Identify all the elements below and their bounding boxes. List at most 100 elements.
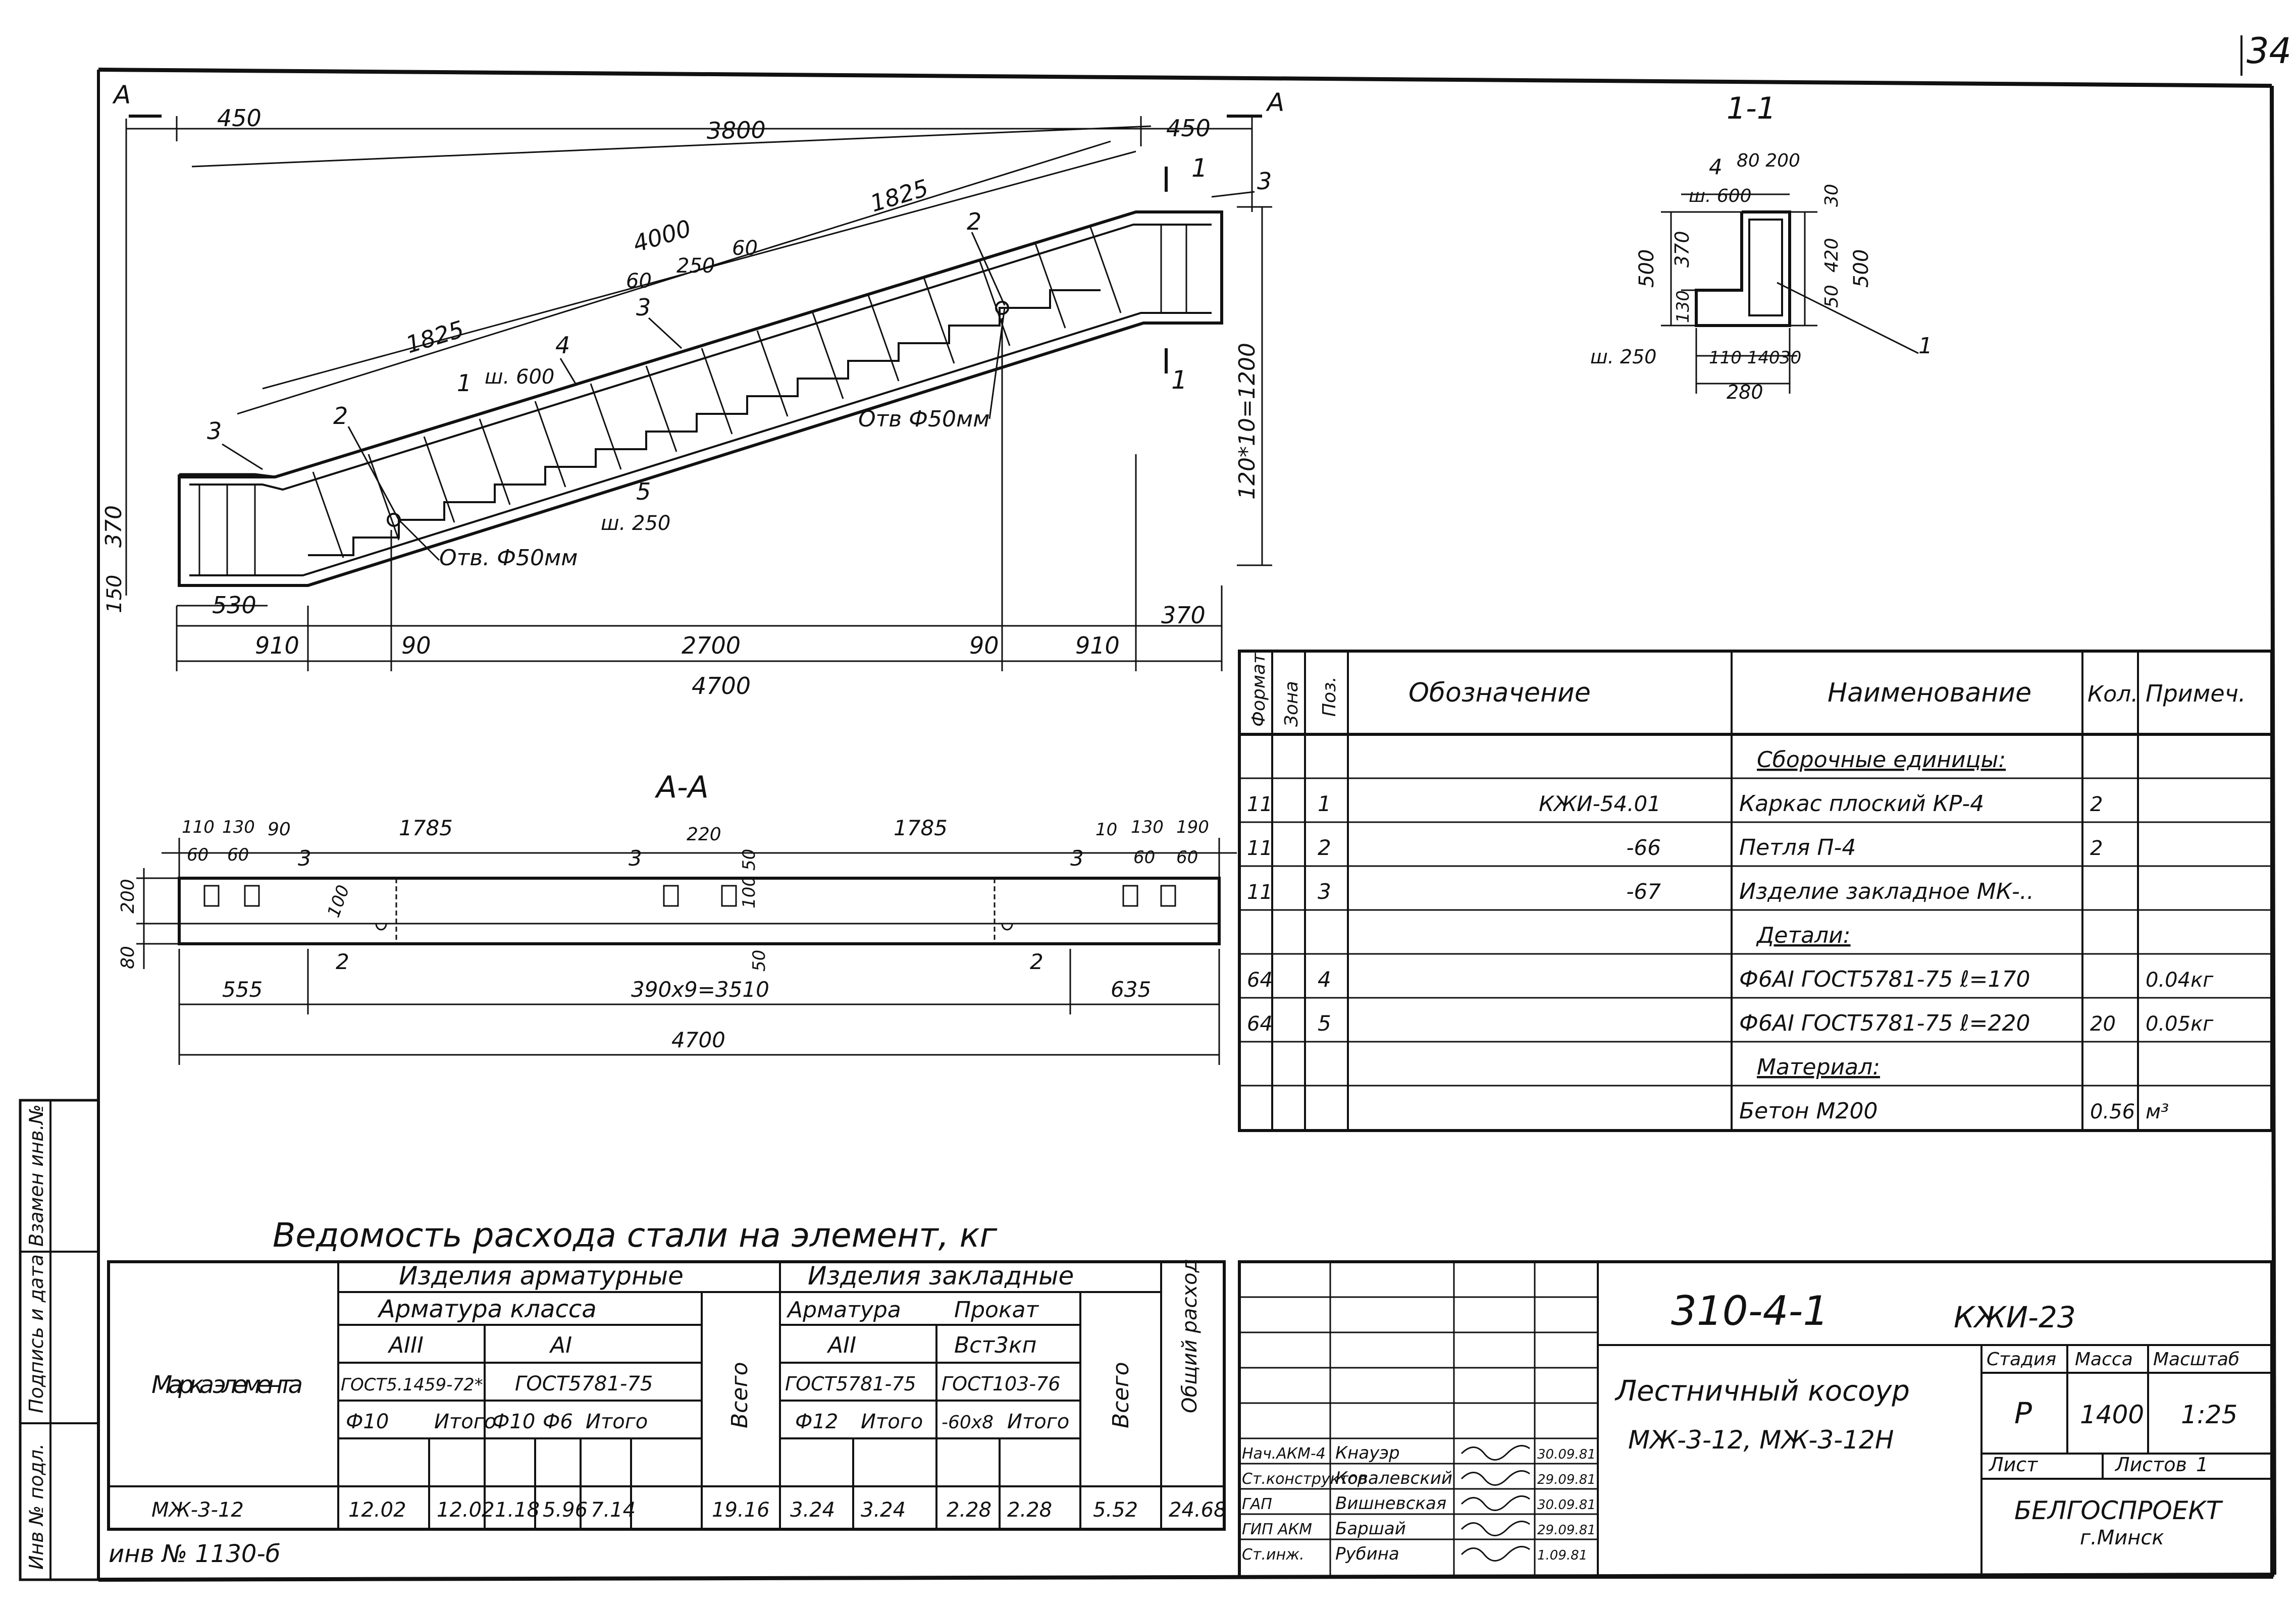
spec-cell-pos: 4 (1318, 967, 1331, 992)
tb-name-line1: Лестничный косоур (1614, 1375, 1910, 1408)
spec-cell-format: 64 (1247, 1012, 1273, 1036)
spec-cell-name: Материал: (1757, 1054, 1880, 1080)
steel-table: Ведомость расхода стали на элемент, кг (107, 1216, 1227, 1531)
s11-label-130: 130 (1673, 290, 1693, 323)
aa-4700: 4700 (671, 1028, 725, 1052)
s11-label-30-bot: 30 (1780, 348, 1801, 368)
spec-cell-qty: 2 (2090, 793, 2103, 816)
dim-370-right: 370 (1161, 602, 1206, 629)
aa-130-right: 130 (1131, 817, 1164, 837)
callout-5: 5 (636, 478, 651, 505)
signature-scribble (1460, 1520, 1530, 1536)
tb-stage-h: Стадия (1987, 1349, 2056, 1370)
spec-cell-pos: 1 (1318, 791, 1331, 816)
dim-150-left: 150 (103, 575, 126, 613)
spec-cell-note: м³ (2146, 1100, 2169, 1123)
tb-sheets-h: Листов (2114, 1454, 2187, 1476)
spec-cell-pos: 2 (1318, 835, 1331, 860)
dim-910-left: 910 (255, 632, 299, 659)
signature-scribble (1460, 1495, 1530, 1511)
steel-h-rebar: Арматура (786, 1297, 901, 1323)
tb-scale-h: Масштаб (2153, 1349, 2239, 1370)
aa-3-1: 3 (298, 846, 311, 871)
steel-cell: 1.18 (495, 1498, 540, 1522)
signature-scribble (1460, 1470, 1530, 1486)
spec-cell-qty: 20 (2090, 1012, 2116, 1036)
section-a-a-title: A-A (654, 770, 709, 805)
tb-sheets: 1 (2196, 1454, 2208, 1476)
side-stamp: Взамен инв.№ Подпись и дата Инв № подл. (19, 1099, 100, 1581)
inventory-number: инв № 1130-б (109, 1540, 280, 1568)
tb-code: 310-4-1 (1671, 1287, 1829, 1334)
steel-cell: 5.52 (1093, 1498, 1138, 1522)
side-label-replace-inv: Взамен инв.№ (25, 1104, 47, 1247)
spec-cell-note: 0.05кг (2146, 1012, 2214, 1036)
section-marks (129, 115, 1262, 373)
dim-1825-top: 1825 (867, 174, 931, 218)
dim-910-right: 910 (1075, 632, 1120, 659)
spec-row: Сборочные единицы: (1757, 747, 2006, 773)
spec-header-pos: Поз. (1319, 676, 1340, 717)
hole-label-right: Отв Ф50мм (858, 406, 989, 432)
tb-stage: Р (2014, 1396, 2032, 1430)
s11-label-30-top: 30 (1821, 184, 1842, 207)
callout-3-right: 3 (1257, 168, 1272, 195)
spec-cell-qty: 2 (2090, 837, 2103, 860)
steel-h-total3: Итого (861, 1410, 923, 1433)
s11-label-280: 280 (1727, 381, 1763, 403)
callout-w250: ш. 250 (601, 512, 670, 535)
steel-h-aii: AII (826, 1332, 856, 1358)
callout-4: 4 (555, 332, 570, 359)
steel-cell: 19.16 (712, 1498, 770, 1522)
aa-10: 10 (1095, 820, 1117, 840)
signatory-name: Рубина (1335, 1544, 1399, 1564)
steel-cell: 12.02 (348, 1498, 406, 1522)
steel-table-title: Ведомость расхода стали на элемент, кг (273, 1216, 997, 1255)
dim-4000: 4000 (630, 214, 694, 258)
callout-3-left: 3 (207, 417, 222, 445)
steel-cell: 3.24 (790, 1498, 835, 1522)
steel-cell: МЖ-3-12 (151, 1498, 244, 1522)
steel-h-vst: Вст3кп (954, 1332, 1036, 1358)
spec-cell-qty: 0.56 (2090, 1100, 2135, 1123)
aa-190: 190 (1176, 817, 1209, 837)
dim-530: 530 (212, 592, 256, 619)
steel-h-overall: Общий расход (1178, 1259, 1202, 1413)
aa-200: 200 (118, 879, 138, 914)
aa-3510: 390х9=3510 (631, 977, 769, 1002)
signatory-date: 29.09.81 (1537, 1472, 1596, 1487)
steel-cell: 12.02 (437, 1498, 495, 1522)
aa-1785-left: 1785 (399, 816, 453, 840)
aa-555: 555 (222, 977, 263, 1002)
section-mark-right: A (1266, 88, 1284, 117)
steel-h-gost5459: ГОСТ5.1459-72* (341, 1375, 483, 1395)
callout-1: 1 (457, 369, 472, 397)
spec-row: Детали: (1756, 923, 1851, 948)
steel-h-rebar-items: Изделия арматурные (399, 1261, 684, 1291)
spec-header-zone: Зона (1281, 681, 1302, 727)
callout-3-mid: 3 (636, 294, 651, 321)
signatory-name: Баршай (1335, 1519, 1406, 1539)
steel-h-sum2: Всего (1108, 1362, 1134, 1428)
spec-cell-name: Изделие закладное МК-.. (1739, 879, 2034, 904)
s11-label-50: 50 (1821, 285, 1842, 308)
stair-steps (308, 289, 1101, 556)
aa-60-2: 60 (227, 845, 249, 865)
spec-header-format: Формат (1248, 653, 1269, 727)
signature-scribble (1460, 1545, 1530, 1562)
aa-220: 220 (687, 824, 721, 845)
section-mark-left: A (112, 80, 131, 110)
aa-60-1: 60 (187, 845, 208, 865)
signatory-role: ГИП АКМ (1242, 1521, 1312, 1538)
spec-cell-note: 0.04кг (2146, 969, 2214, 992)
dim-450-right: 450 (1166, 115, 1211, 142)
tb-mass: 1400 (2080, 1400, 2144, 1429)
dim-2700: 2700 (682, 632, 741, 659)
